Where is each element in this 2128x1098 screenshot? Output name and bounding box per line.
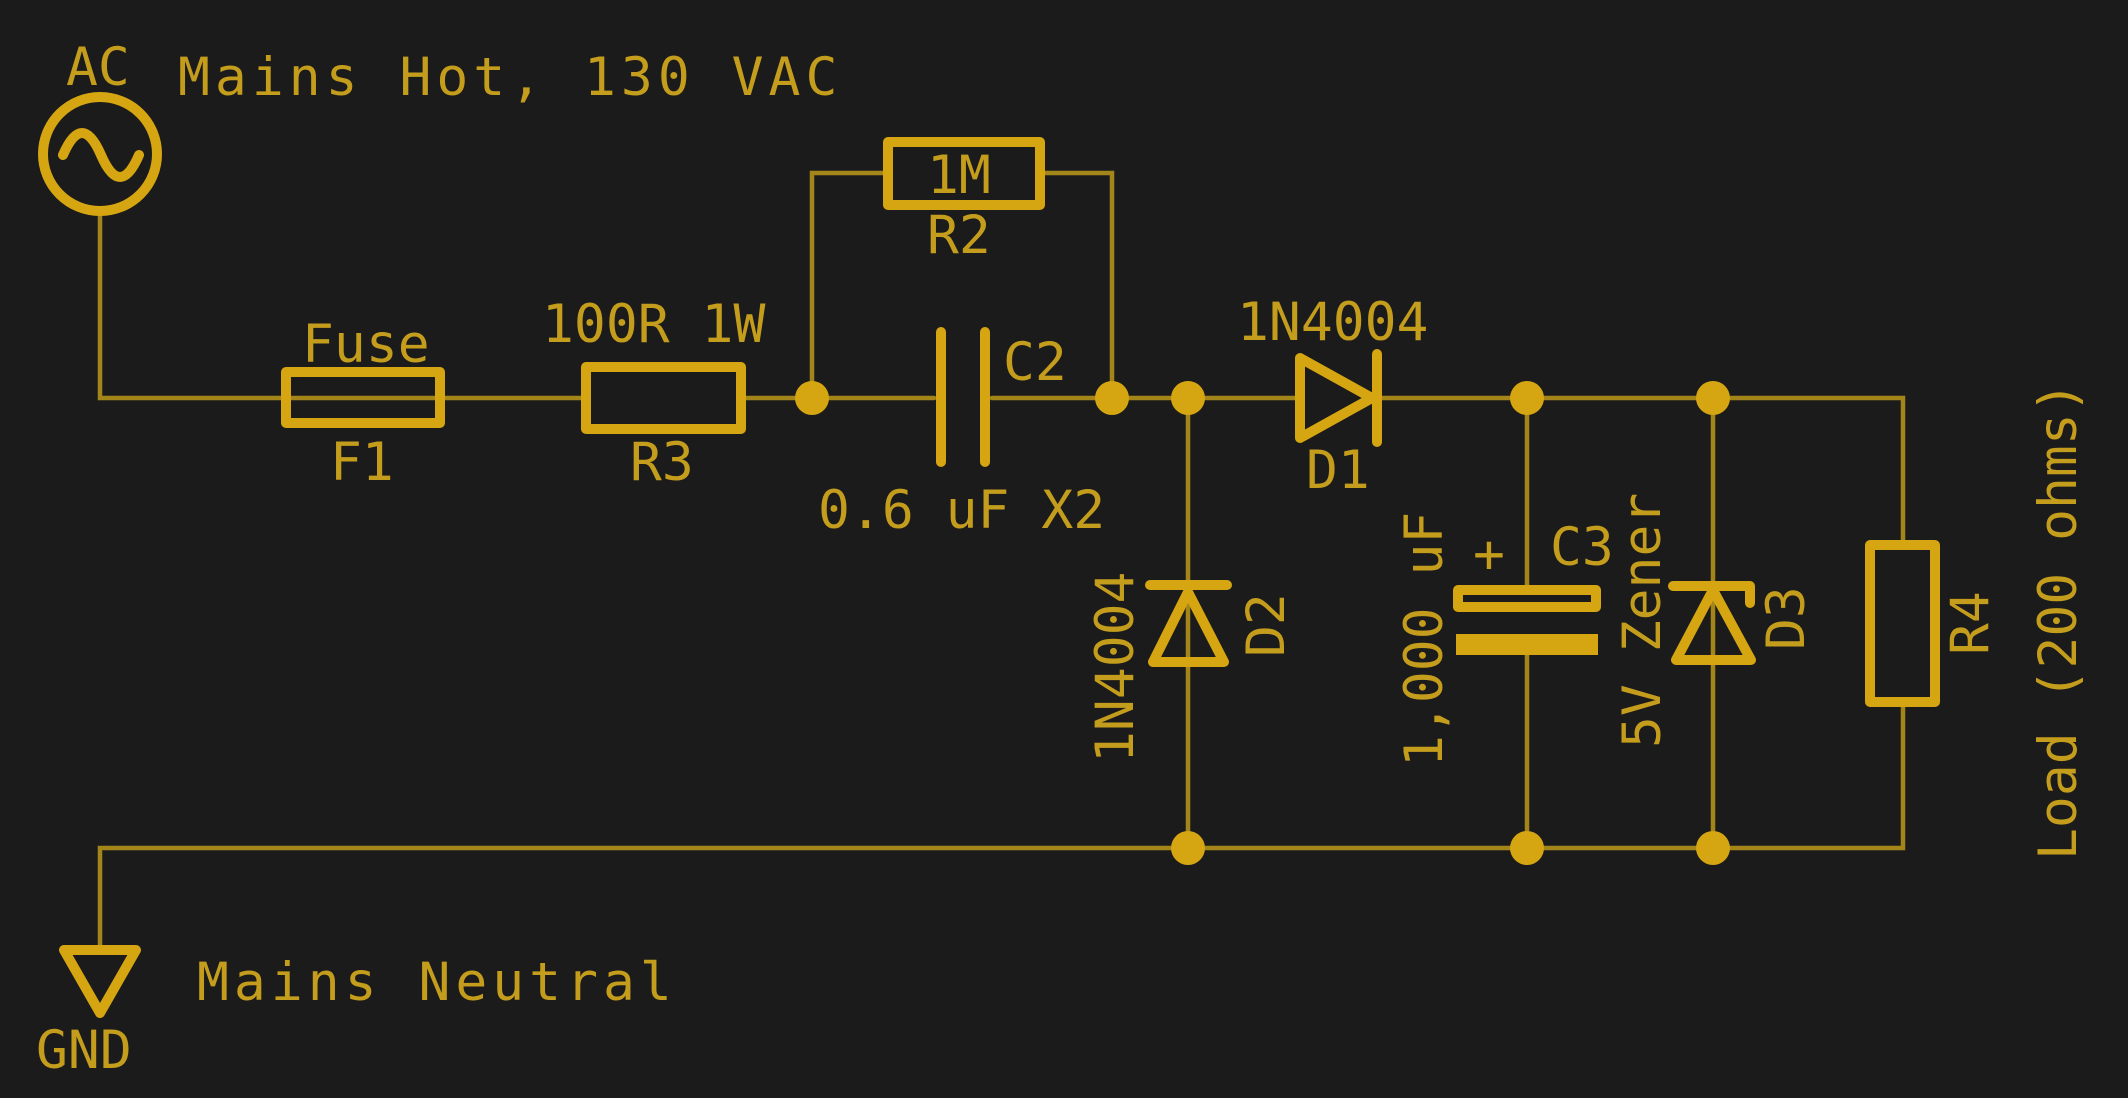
component-resistor-r3: 100R 1W R3 [542, 294, 765, 493]
c3-value-label: 1,000 uF [1394, 512, 1455, 767]
d3-ref-label: D3 [1756, 586, 1817, 650]
resistor-symbol [581, 362, 746, 434]
component-capacitor-c3: + C3 1,000 uF [1394, 512, 1614, 767]
capacitor-plate-top [1453, 585, 1601, 612]
component-ac-source: AC Mains Hot, 130 VAC [38, 37, 842, 216]
component-zener-d3: 5V Zener D3 [1612, 493, 1817, 748]
mains-hot-label: Mains Hot, 130 VAC [178, 47, 842, 108]
junction-dot [1171, 831, 1205, 865]
wire-d1-to-r4 [1374, 395, 1906, 548]
diode-symbol [1295, 353, 1377, 443]
junction-dot [1095, 381, 1129, 415]
junction-dot [1510, 381, 1544, 415]
component-fuse-f1: Fuse F1 [281, 314, 445, 493]
junction-dot [1696, 381, 1730, 415]
component-resistor-r2: 1M R2 [883, 137, 1045, 266]
fuse-value-label: Fuse [302, 314, 430, 375]
r2-ref-label: R2 [927, 205, 991, 266]
sine-wave-icon [58, 128, 144, 182]
d2-ref-label: D2 [1236, 593, 1297, 657]
wire-bottom-rail [97, 699, 1906, 953]
c2-value-label: 0.6 uF X2 [818, 480, 1105, 541]
component-diode-d2: 1N4004 D2 [1085, 572, 1297, 763]
fuse-ref-label: F1 [330, 432, 394, 493]
junction-dot [1171, 381, 1205, 415]
r3-value-label: 100R 1W [542, 294, 765, 355]
ac-source-ref-label: AC [66, 37, 130, 98]
d2-value-label: 1N4004 [1085, 572, 1146, 763]
component-resistor-r4: R4 Load (200 ohms) [1865, 381, 2089, 860]
junction-dot [1696, 831, 1730, 865]
r4-value-label: Load (200 ohms) [2028, 381, 2089, 860]
wires [97, 170, 1906, 953]
fuse-symbol [281, 367, 445, 428]
junction-dots [795, 381, 1730, 865]
wire-r2-right-lead [1037, 170, 1115, 401]
r4-ref-label: R4 [1940, 591, 2001, 655]
junction-dot [1510, 831, 1544, 865]
zener-cathode-bar [1668, 581, 1755, 608]
mains-neutral-label: Mains Neutral [197, 952, 677, 1013]
resistor-symbol [1865, 540, 1940, 707]
junction-dot [795, 381, 829, 415]
d1-ref-label: D1 [1306, 440, 1370, 501]
diode-symbol [1671, 585, 1756, 665]
r3-ref-label: R3 [630, 432, 694, 493]
wire-r2-left-lead [809, 170, 891, 401]
ac-source-symbol [38, 92, 162, 216]
ground-symbol [59, 945, 141, 1018]
capacitor-plate-bottom [1456, 634, 1598, 655]
d3-value-label: 5V Zener [1612, 493, 1673, 748]
component-capacitor-c2: C2 0.6 uF X2 [818, 327, 1105, 541]
wire-ac-to-fuse [97, 207, 589, 401]
diode-symbol [1148, 587, 1229, 667]
c3-polarity-mark: + [1473, 524, 1505, 585]
ground-ref-label: GND [36, 1020, 132, 1081]
c2-ref-label: C2 [1003, 332, 1067, 393]
r2-value-label: 1M [927, 145, 991, 206]
c3-ref-label: C3 [1550, 517, 1614, 578]
d1-value-label: 1N4004 [1237, 292, 1428, 353]
component-diode-d1: 1N4004 D1 [1237, 292, 1428, 501]
ground: Mains Neutral GND [36, 945, 677, 1081]
resistor-symbol [883, 137, 1045, 210]
